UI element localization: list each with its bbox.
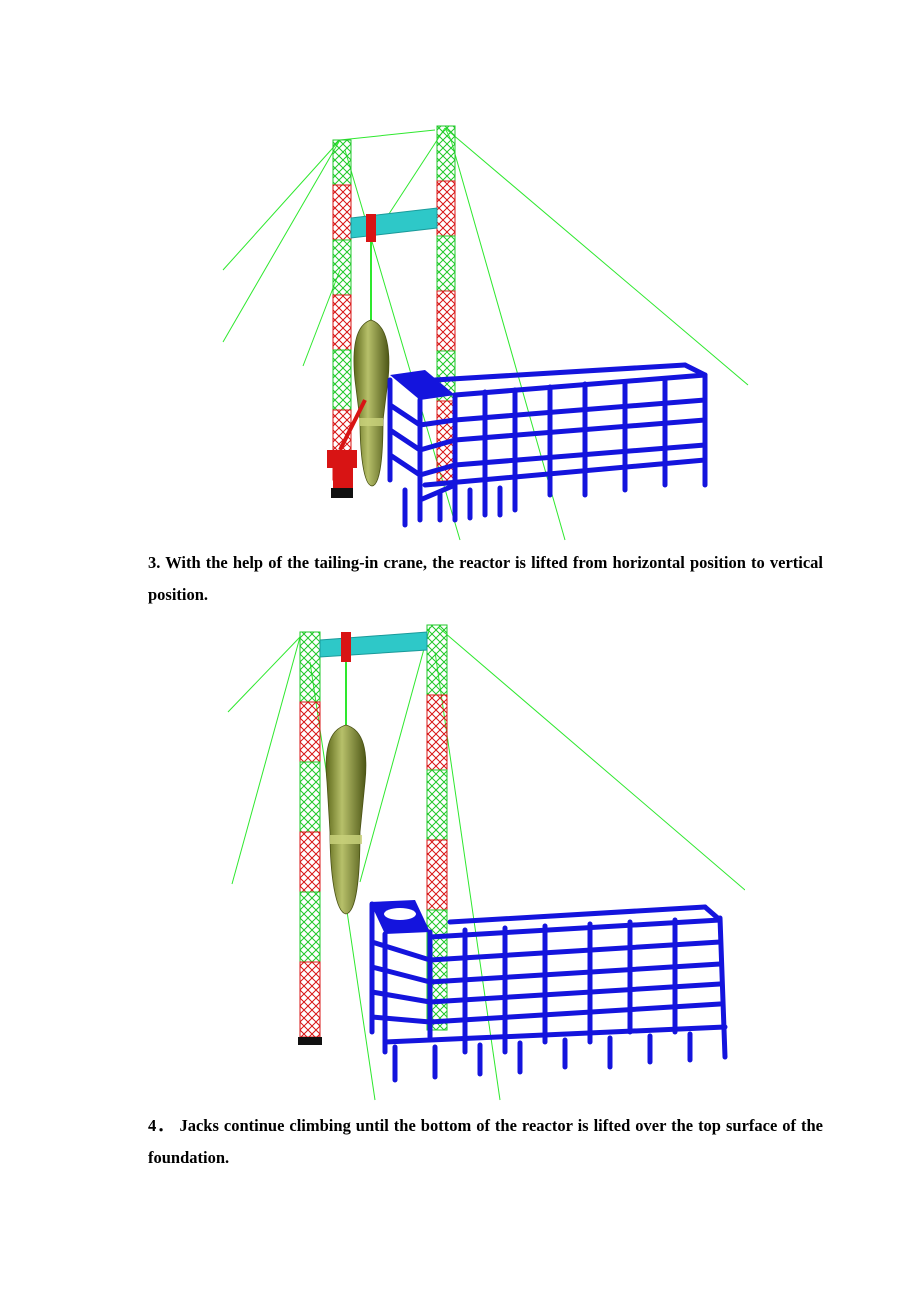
right-lifting-tower xyxy=(426,624,448,1031)
reactor-vessel xyxy=(353,319,390,487)
step-4-caption: 4． Jacks continue climbing until the bot… xyxy=(148,1110,823,1174)
lifting-figure-step-3 xyxy=(222,125,749,541)
step-3-number: 3. xyxy=(148,553,161,572)
right-lifting-tower xyxy=(436,125,456,482)
tailing-in-crane xyxy=(327,399,367,498)
reactor-vessel xyxy=(325,724,367,915)
cross-beam xyxy=(319,631,428,658)
step-4-text: Jacks continue climbing until the bottom… xyxy=(148,1116,824,1167)
steel-structure xyxy=(387,362,708,528)
step-3-caption: 3. With the help of the tailing-in crane… xyxy=(148,547,823,611)
left-lifting-tower xyxy=(298,631,322,1045)
step-4-number: 4． xyxy=(148,1116,175,1135)
lifting-figure-step-4 xyxy=(227,624,745,1101)
steel-structure xyxy=(369,900,728,1083)
lifting-jack xyxy=(366,214,376,242)
step-3-text: With the help of the tailing-in crane, t… xyxy=(148,553,824,604)
lifting-jack xyxy=(341,632,351,662)
